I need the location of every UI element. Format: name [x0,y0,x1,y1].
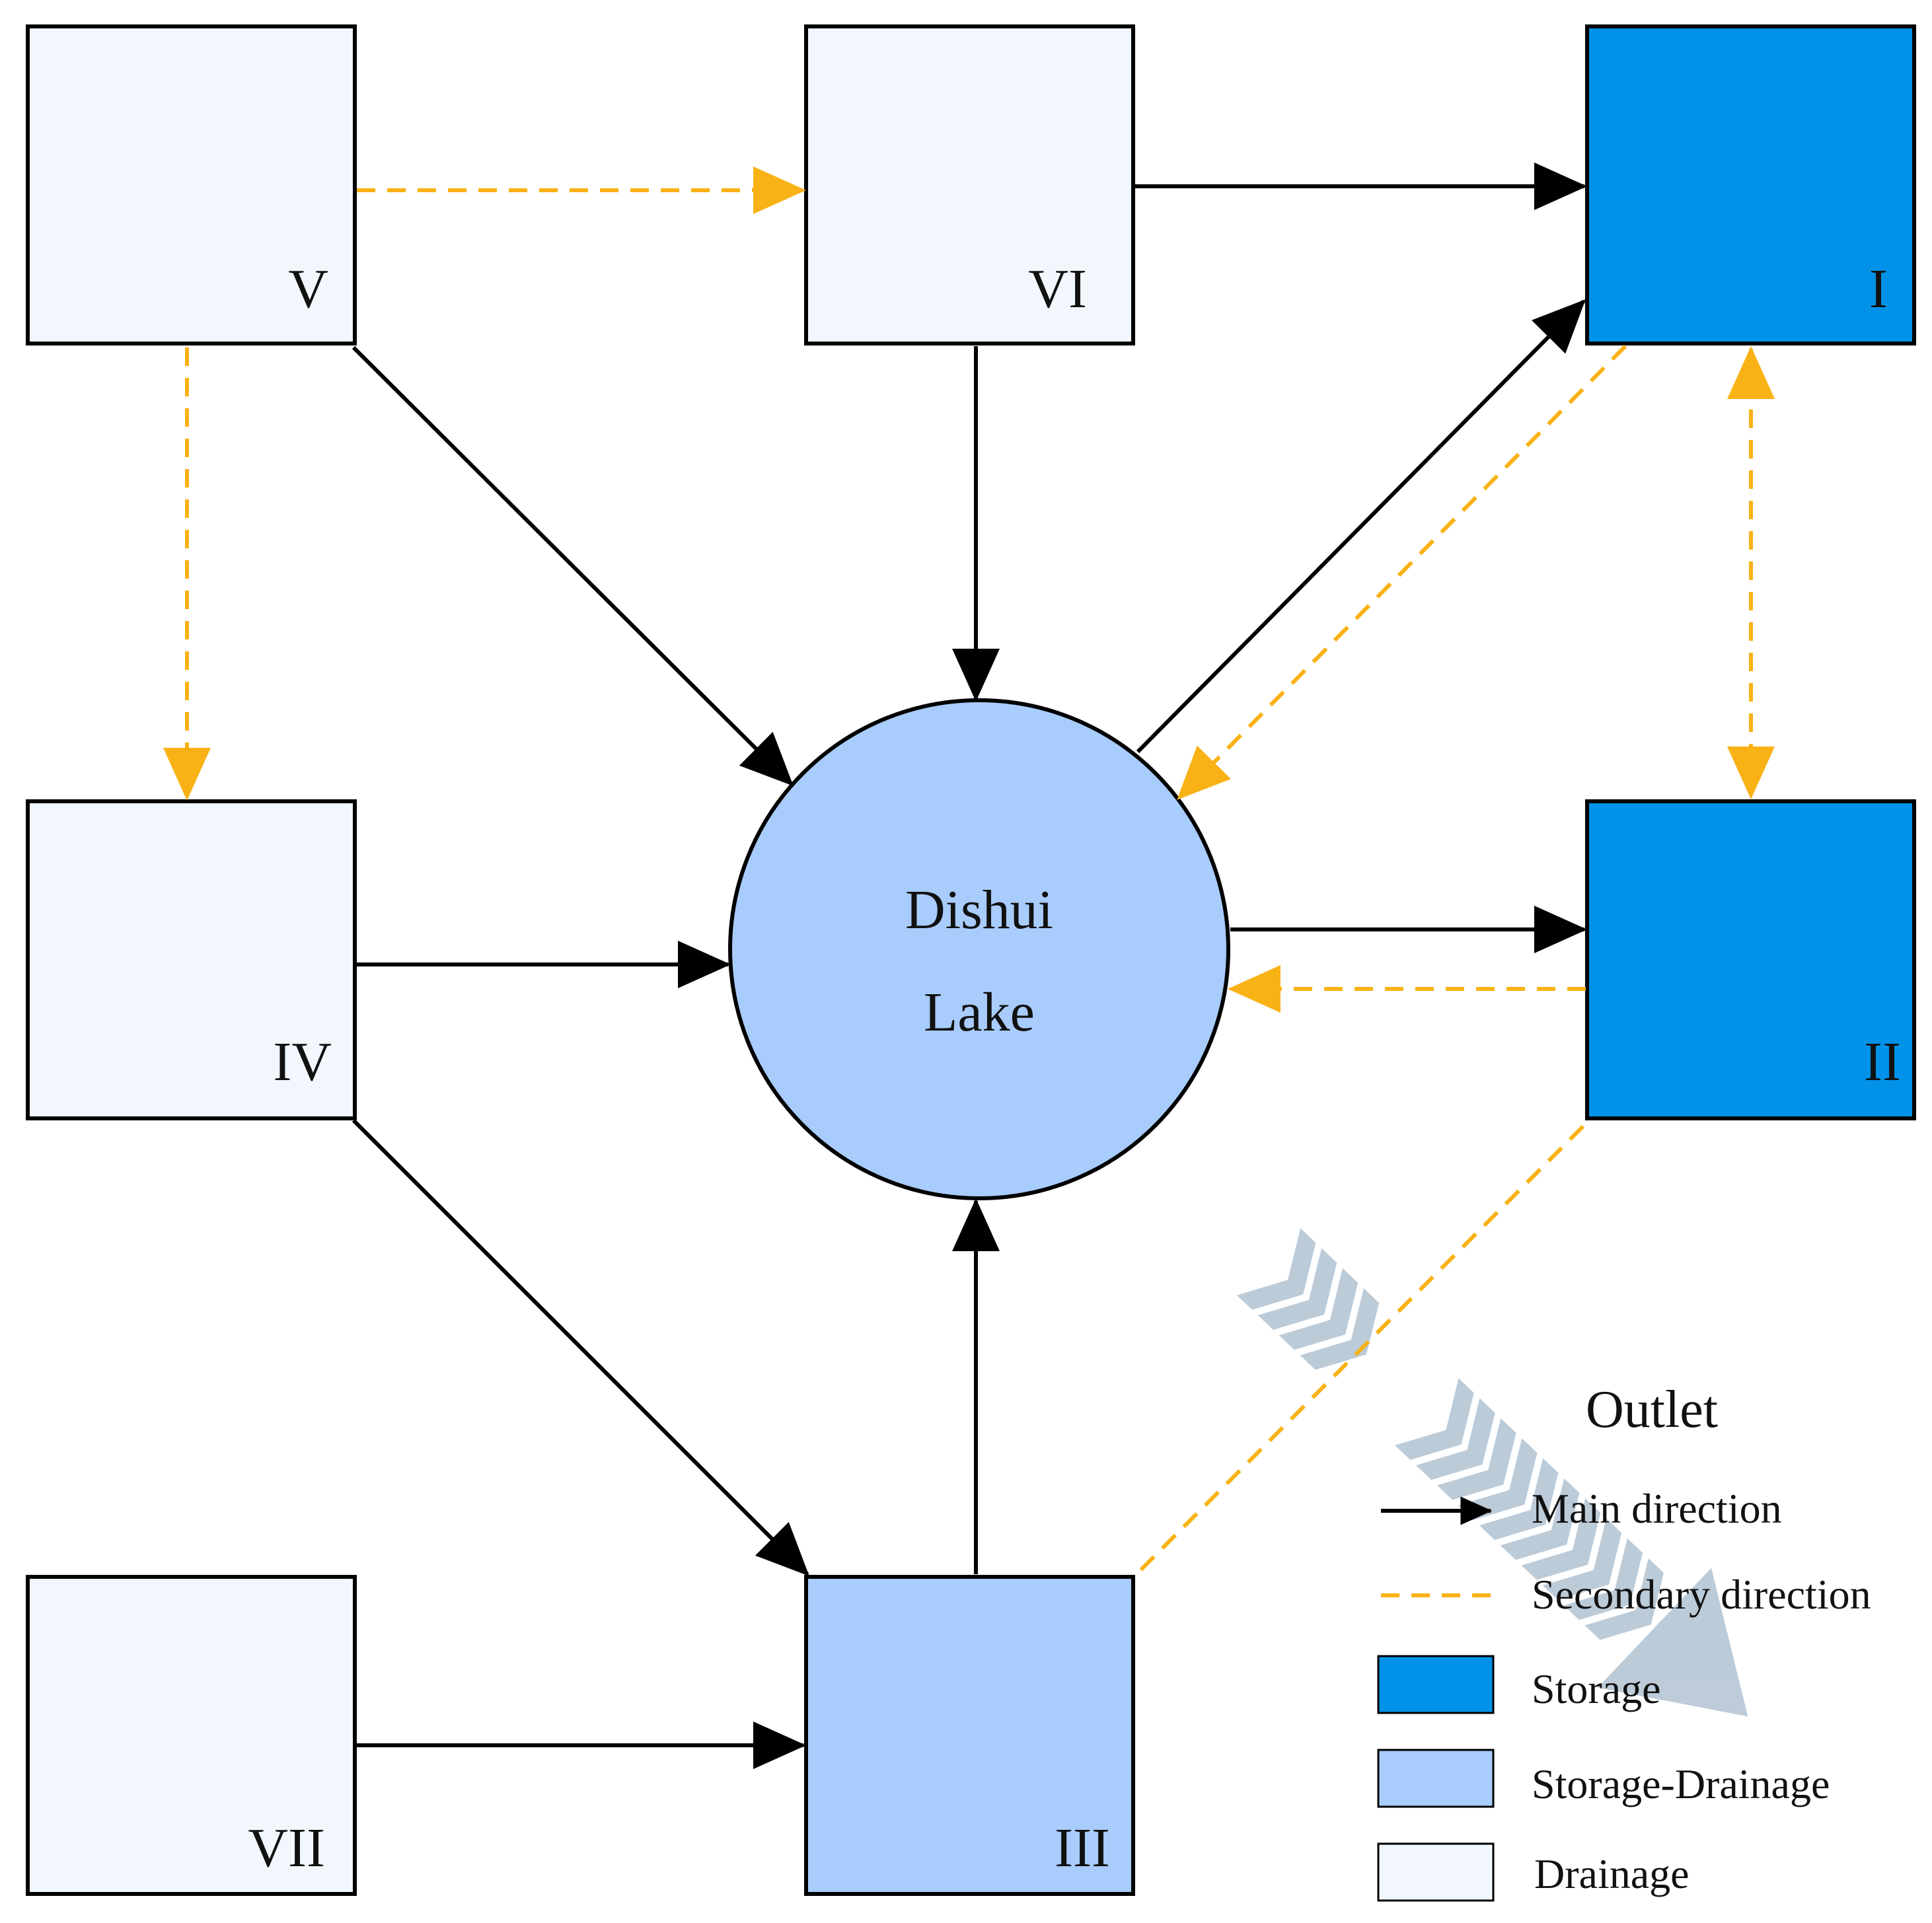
zone-iv: IV [26,799,357,1120]
flow-iv-to-iii [352,1118,809,1576]
outlet-chevron [1395,1378,1474,1460]
zone-v: V [26,24,357,345]
legend-item-main: Main direction [1381,1485,1782,1532]
outlet-chevron [1236,1228,1316,1310]
outlet-label: Outlet [1586,1381,1718,1439]
legend-drainage-label: Drainage [1534,1850,1690,1897]
zone-iii-box [804,1575,1135,1896]
outlet-chevron [1437,1418,1516,1500]
outlet-chevron-band [1236,1228,1748,1717]
flow-v-to-lake [352,345,794,786]
zone-iv-label: IV [273,1031,332,1093]
zone-vii-label: VII [248,1817,325,1879]
zone-vi-box [804,24,1135,345]
zone-ii: II [1585,799,1916,1120]
outlet-chevron [1500,1478,1580,1560]
flow-arrows [163,163,1775,1769]
zone-vii-box [26,1575,357,1896]
zone-v-label: V [288,258,328,320]
flow-lake-to-i [1136,299,1586,754]
legend-storage-drainage-label: Storage-Drainage [1532,1760,1830,1807]
legend-item-storage: Storage [1377,1655,1661,1714]
outlet-chevron [1479,1458,1559,1541]
zone-vi-label: VI [1028,258,1087,320]
zone-i-box [1585,24,1916,345]
zone-iii: III [804,1575,1135,1896]
outlet-chevron [1521,1498,1601,1580]
zone-i: I [1585,24,1916,345]
outlet-chevron [1257,1248,1337,1330]
dishui-lake: Dishui Lake [728,698,1230,1200]
zone-ii-label: II [1864,1031,1901,1093]
legend-drainage-swatch [1377,1842,1495,1902]
legend-item-storage-drainage: Storage-Drainage [1377,1749,1830,1808]
dishui-lake-label-line1: Dishui [905,879,1053,941]
legend-storage-drainage-swatch [1377,1749,1495,1808]
legend-item-drainage: Drainage [1377,1842,1690,1902]
outlet-chevron [1279,1268,1358,1350]
zone-vii: VII [26,1575,357,1896]
zone-vi: VI [804,24,1135,345]
dishui-lake-circle [728,698,1230,1200]
legend-item-secondary: Secondary direction [1381,1571,1871,1618]
flow-i-to-lake [1177,344,1627,800]
outlet-arrowhead [1597,1568,1748,1717]
zone-ii-box [1585,799,1916,1120]
outlet-chevron [1563,1538,1643,1620]
zone-i-label: I [1869,258,1888,320]
outlet-chevron [1542,1518,1622,1600]
zone-iv-box [26,799,357,1120]
legend-storage-swatch [1377,1655,1495,1714]
zone-iii-label: III [1055,1817,1110,1879]
dishui-lake-label-line2: Lake [924,982,1035,1043]
flow-ii-to-iii [1134,1124,1585,1576]
outlet-chevron [1416,1398,1495,1480]
outlet-chevron [1584,1558,1664,1640]
legend: Main direction Secondary direction Stora… [1377,1485,1871,1902]
legend-secondary-label: Secondary direction [1532,1571,1871,1618]
legend-main-label: Main direction [1532,1485,1782,1532]
zone-v-box [26,24,357,345]
legend-storage-label: Storage [1532,1665,1661,1712]
